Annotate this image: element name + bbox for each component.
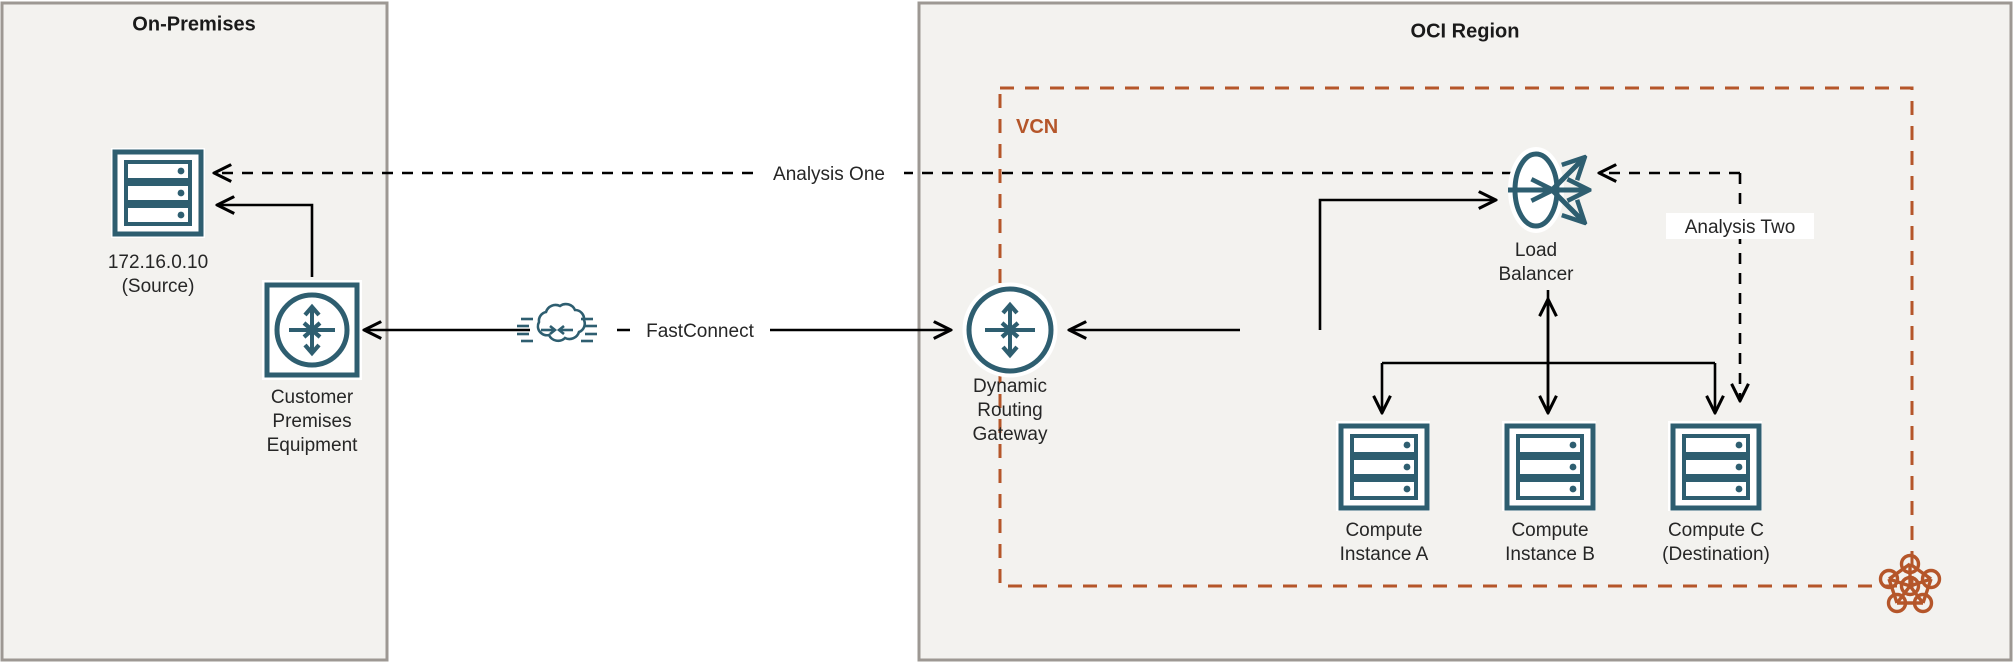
vcn-boundary: VCN xyxy=(998,86,1914,588)
drg-label-line2: Routing xyxy=(977,400,1043,421)
node-source-server: 172.16.0.10 (Source) xyxy=(108,148,208,297)
flow-label-analysis-one: Analysis One xyxy=(754,160,904,186)
compute-c-label-line2: (Destination) xyxy=(1662,544,1770,565)
flow-drg-to-lb xyxy=(1070,200,1495,330)
load-balancer-label-line1: Load xyxy=(1515,240,1557,261)
node-compute-instance-a: Compute Instance A xyxy=(1336,421,1430,565)
node-dynamic-routing-gateway: Dynamic Routing Gateway xyxy=(962,282,1058,445)
source-server-label-ip: 172.16.0.10 xyxy=(108,252,208,273)
compute-c-label-line1: Compute C xyxy=(1668,520,1764,541)
fastconnect-label: FastConnect xyxy=(646,321,754,342)
vcn-network-badge xyxy=(1878,553,1942,614)
flow-source-to-cpe xyxy=(218,205,314,277)
compute-a-label-line2: Instance A xyxy=(1340,544,1429,565)
zone-on-premises-title: On-Premises xyxy=(132,13,255,35)
cpe-label-line1: Customer xyxy=(271,387,354,408)
node-fastconnect: FastConnect xyxy=(517,302,770,343)
node-customer-premises-equipment: Customer Premises Equipment xyxy=(262,280,362,456)
node-compute-instance-c: Compute C (Destination) xyxy=(1662,421,1770,565)
load-balancer-label-line2: Balancer xyxy=(1499,264,1575,285)
compute-b-label-line1: Compute xyxy=(1511,520,1588,541)
compute-b-label-line2: Instance B xyxy=(1505,544,1595,565)
node-load-balancer: Load Balancer xyxy=(1499,147,1589,285)
cpe-label-line2: Premises xyxy=(272,411,351,432)
source-server-label-role: (Source) xyxy=(122,276,195,297)
node-compute-instance-b: Compute Instance B xyxy=(1502,421,1596,565)
analysis-two-label: Analysis Two xyxy=(1685,217,1796,238)
analysis-one-label: Analysis One xyxy=(773,164,885,185)
zone-oci-region-title: OCI Region xyxy=(1411,20,1520,42)
drg-label-line3: Gateway xyxy=(973,424,1048,445)
flow-label-analysis-two: Analysis Two xyxy=(1666,213,1814,239)
cpe-label-line3: Equipment xyxy=(267,435,359,456)
zone-oci-region: OCI Region xyxy=(917,1,2013,662)
compute-a-label-line1: Compute xyxy=(1345,520,1422,541)
drg-label-line1: Dynamic xyxy=(973,376,1047,397)
vcn-label: VCN xyxy=(1016,116,1058,138)
